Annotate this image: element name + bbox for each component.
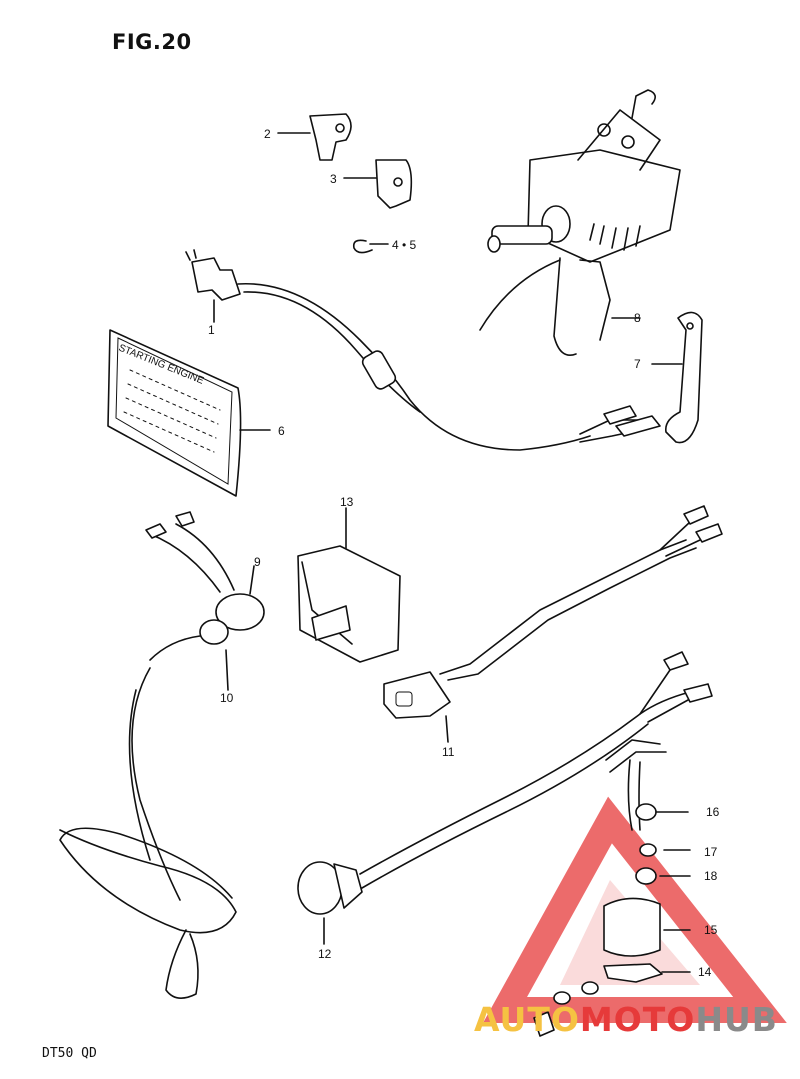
watermark-logo: AUTOMOTOHUB bbox=[474, 1000, 778, 1039]
watermark-moto: MOTO bbox=[579, 1000, 696, 1039]
callout-15: 15 bbox=[704, 923, 718, 937]
part-1-switch-harness bbox=[185, 249, 661, 451]
callout-2: 2 bbox=[264, 127, 271, 141]
callout-10: 10 bbox=[220, 691, 234, 705]
part-13-cover bbox=[297, 507, 401, 663]
callout-13: 13 bbox=[340, 495, 354, 509]
part-8-solenoid bbox=[479, 89, 681, 356]
model-code: DT50 QD bbox=[42, 1046, 97, 1061]
callout-6: 6 bbox=[278, 424, 285, 438]
figure-title: FIG.20 bbox=[112, 30, 192, 54]
part-14-18-cap-assembly bbox=[533, 739, 691, 1037]
part-4-5-circlip bbox=[352, 239, 389, 254]
part-2-clip bbox=[277, 113, 352, 161]
callout-7: 7 bbox=[634, 357, 641, 371]
watermark-auto: AUTO bbox=[474, 1000, 580, 1039]
callout-14: 14 bbox=[698, 965, 712, 979]
callout-4-5: 4 • 5 bbox=[392, 238, 417, 252]
callout-16: 16 bbox=[706, 805, 720, 819]
callout-9: 9 bbox=[254, 555, 261, 569]
callout-3: 3 bbox=[330, 172, 337, 186]
watermark-hub: HUB bbox=[695, 1000, 778, 1039]
callout-11: 11 bbox=[442, 745, 455, 759]
callout-1: 1 bbox=[208, 323, 215, 337]
part-3-clip bbox=[343, 159, 413, 209]
part-6-decal: STARTING ENGINE bbox=[107, 329, 271, 497]
part-11-harness bbox=[383, 505, 723, 743]
part-9-10-main-switch bbox=[59, 511, 265, 999]
part-12-harness bbox=[297, 651, 713, 945]
callout-8: 8 bbox=[634, 311, 641, 325]
callout-18: 18 bbox=[704, 869, 718, 883]
callout-12: 12 bbox=[318, 947, 332, 961]
part-7-bracket bbox=[651, 311, 703, 444]
callout-17: 17 bbox=[704, 845, 718, 859]
